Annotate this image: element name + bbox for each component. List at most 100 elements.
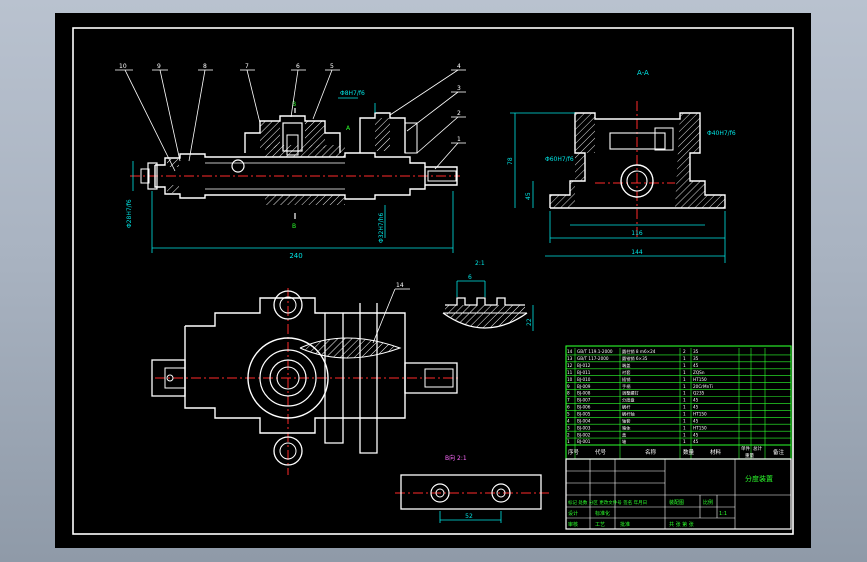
bom-cell-seq: 11 bbox=[567, 370, 573, 375]
dim-detail-pitch: 6 bbox=[468, 274, 472, 281]
title-drawing-name: 装配图 bbox=[669, 499, 684, 506]
bom-cell-code: GB/T 119.1-2000 bbox=[577, 349, 613, 354]
bom-cell-qty: 1 bbox=[683, 405, 686, 410]
balloon-3: 3 bbox=[457, 85, 461, 92]
bom-cell-qty: 1 bbox=[683, 398, 686, 403]
section-aa-title: A-A bbox=[637, 69, 649, 77]
bom-cell-name: 衬套 bbox=[622, 369, 631, 376]
bom-cell-material: 45 bbox=[693, 432, 699, 437]
section-mark-b-bottom: B bbox=[292, 223, 296, 230]
bom-cell-code: BJ-008 bbox=[577, 391, 591, 396]
bom-cell-seq: 8 bbox=[567, 391, 570, 396]
bom-cell-qty: 1 bbox=[683, 384, 686, 389]
title-row-process: 工艺 bbox=[595, 522, 605, 528]
bom-cell-material: 45 bbox=[693, 405, 699, 410]
bom-cell-code: BJ-012 bbox=[577, 363, 591, 368]
bom-cell-qty: 1 bbox=[683, 377, 686, 382]
balloon-9: 9 bbox=[157, 63, 161, 70]
bom-cell-qty: 1 bbox=[683, 356, 686, 361]
bom-cell-name: 圆锥销 6×35 bbox=[622, 355, 648, 362]
dim-fit-mid: Φ60H7/f6 bbox=[545, 156, 574, 163]
bom-cell-qty: 1 bbox=[683, 391, 686, 396]
bom-cell-material: ZQSn bbox=[693, 370, 705, 375]
title-block: 标记 处数 分区 更改文件号 签名 年月日 设计 标准化 审核 工艺 批准 装配… bbox=[565, 458, 792, 530]
balloon-5: 5 bbox=[330, 63, 334, 70]
bom-cell-material: 35 bbox=[693, 356, 699, 361]
bom-cell-code: BJ-003 bbox=[577, 425, 591, 430]
bom-cell-name: 端盖 bbox=[622, 362, 630, 369]
balloon-14: 14 bbox=[396, 282, 404, 289]
bom-cell-qty: 1 bbox=[683, 363, 686, 368]
dim-length-bottom: 144 bbox=[631, 249, 643, 256]
bom-cell-material: 45 bbox=[693, 418, 699, 423]
drawing-sheet: B B A 10 9 bbox=[55, 13, 811, 548]
balloon-1: 1 bbox=[457, 136, 461, 143]
bom-header-material: 材料 bbox=[710, 448, 722, 456]
bom-cell-code: BJ-010 bbox=[577, 377, 591, 382]
bom-cell-seq: 9 bbox=[567, 384, 570, 389]
dim-fit-left: Φ28H7/f6 bbox=[126, 199, 133, 228]
balloon-10: 10 bbox=[119, 63, 127, 70]
bom-cell-material: HT150 bbox=[693, 411, 707, 416]
dim-fit-vertical: Φ40H7/f6 bbox=[707, 130, 736, 137]
dim-height-main: 78 bbox=[507, 157, 514, 165]
bom-cell-name: 箱体 bbox=[622, 424, 631, 431]
section-mark-a: A bbox=[346, 125, 351, 132]
bom-cell-name: 盖 bbox=[622, 431, 626, 437]
bom-cell-code: BJ-002 bbox=[577, 432, 591, 437]
bom-cell-name: 圆柱销 8 m6×24 bbox=[622, 348, 656, 355]
bom-cell-name: 分度盘 bbox=[622, 397, 635, 404]
bom-cell-qty: 1 bbox=[683, 370, 686, 375]
bom-header-note: 备注 bbox=[773, 448, 785, 456]
bom-cell-seq: 13 bbox=[567, 356, 573, 361]
bom-header-unit: 单件 bbox=[741, 445, 750, 452]
cad-drawing-canvas: B B A 10 9 bbox=[72, 27, 794, 535]
bom-cell-code: BJ-005 bbox=[577, 411, 591, 416]
title-scale-value: 1:1 bbox=[719, 511, 727, 517]
bom-cell-name: 手柄 bbox=[622, 383, 630, 390]
top-plan-view: 14 bbox=[151, 282, 460, 475]
bom-header-weight: 重量 bbox=[745, 452, 754, 459]
bom-cell-code: BJ-006 bbox=[577, 405, 591, 410]
dim-detail-height: 22 bbox=[526, 318, 533, 326]
bom-cell-seq: 3 bbox=[567, 425, 570, 430]
bom-cell-code: BJ-007 bbox=[577, 398, 591, 403]
bom-cell-name: 调整螺钉 bbox=[622, 390, 640, 397]
balloon-7: 7 bbox=[245, 63, 249, 70]
dim-fit-top: Φ8H7/f6 bbox=[340, 90, 365, 97]
dim-fit-right: Φ32H7/h6 bbox=[378, 212, 385, 243]
title-row-std: 标准化 bbox=[595, 510, 610, 517]
bom-cell-code: BJ-001 bbox=[577, 439, 591, 444]
section-mark-b-top: B bbox=[292, 101, 296, 108]
title-row-approve: 批准 bbox=[620, 521, 630, 528]
title-main: 分度装置 bbox=[745, 474, 773, 483]
bom-cell-seq: 10 bbox=[567, 377, 573, 382]
bom-cell-material: 45 bbox=[693, 363, 699, 368]
front-section-view: B B A 10 9 bbox=[115, 63, 466, 260]
bom-cell-qty: 1 bbox=[683, 418, 686, 423]
bom-cell-material: 45 bbox=[693, 398, 699, 403]
bom-cell-name: 轴套 bbox=[622, 417, 631, 424]
bom-cell-seq: 12 bbox=[567, 363, 573, 368]
bom-cell-seq: 2 bbox=[567, 432, 570, 437]
section-aa-view: A-A 116 144 78 45 Φ60H7/f6 Φ40H7/f6 bbox=[507, 69, 736, 263]
bom-cell-material: HT150 bbox=[693, 377, 707, 382]
bottom-view-label: B向 2:1 bbox=[445, 454, 467, 462]
bom-cell-qty: 2 bbox=[683, 349, 686, 354]
bom-cell-name: 蜗杆 bbox=[622, 404, 631, 411]
bom-cell-name: 插销 bbox=[622, 376, 630, 383]
bom-cell-code: BJ-011 bbox=[577, 370, 591, 375]
title-row-check: 审核 bbox=[568, 521, 578, 528]
title-scale-label: 比例 bbox=[703, 499, 713, 506]
bom-cell-name: 蜗杆轴 bbox=[622, 410, 635, 417]
bom-header-seq: 序号 bbox=[568, 448, 580, 456]
bom-cell-name: 轴 bbox=[622, 438, 626, 445]
dim-height-small: 45 bbox=[525, 192, 532, 200]
bom-cell-material: HT150 bbox=[693, 425, 707, 430]
title-row-revision: 标记 处数 分区 更改文件号 签名 年月日 bbox=[568, 499, 647, 506]
bom-cell-seq: 5 bbox=[567, 411, 570, 416]
detail-scale-label: 2:1 bbox=[475, 260, 485, 267]
bom-cell-code: BJ-009 bbox=[577, 384, 591, 389]
detail-view: 2:1 6 22 bbox=[442, 260, 534, 331]
bom-cell-material: 35 bbox=[693, 349, 699, 354]
